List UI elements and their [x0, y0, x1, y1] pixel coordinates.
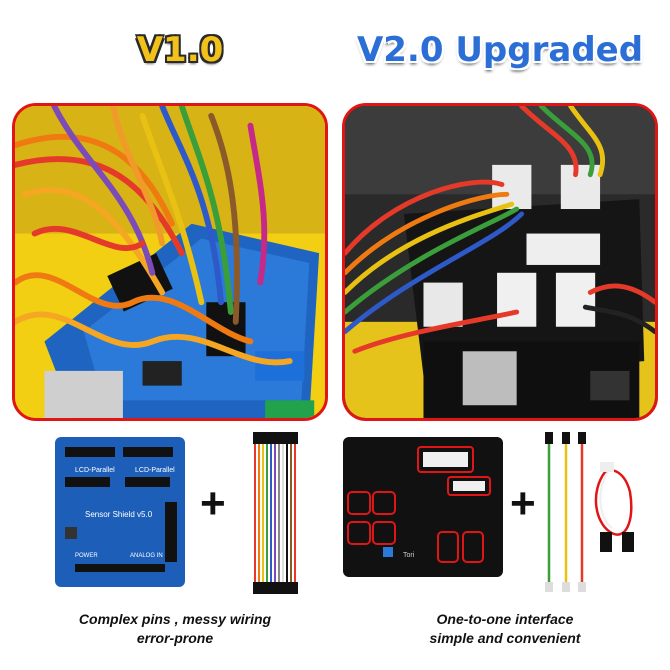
power-label: POWER: [75, 553, 98, 559]
v2-photo-panel: [342, 103, 658, 421]
dupont-jumper-wires: [253, 432, 298, 594]
v1-caption: Complex pins , messy wiring error-prone: [40, 610, 310, 648]
v1-caption-line2: error-prone: [136, 630, 214, 646]
analog-label: ANALOG IN: [130, 553, 163, 559]
v2-expansion-board: Tori: [343, 437, 503, 577]
plus-sign-right: +: [510, 479, 536, 528]
plus-sign-left: +: [200, 479, 226, 528]
v2-caption-line2: simple and convenient: [429, 630, 581, 646]
v1-photo-panel: [12, 103, 328, 421]
lcd-label-2: LCD-Parallel: [135, 467, 175, 474]
v1-caption-line1: Complex pins , messy wiring: [78, 611, 272, 627]
v1-wiring-photo: [15, 106, 325, 418]
v1-title: V1.0: [136, 30, 224, 70]
v2-caption: One-to-one interface simple and convenie…: [370, 610, 640, 648]
one-to-one-cables: [545, 432, 634, 592]
lcd-label-1: LCD-Parallel: [75, 467, 115, 474]
v2-caption-line1: One-to-one interface: [436, 611, 574, 627]
v2-wiring-photo: [345, 106, 655, 418]
shield-name-label: Sensor Shield v5.0: [85, 510, 153, 519]
v2-title: V2.0 Upgraded: [356, 30, 644, 70]
brand-label: Tori: [403, 552, 415, 559]
sensor-shield-v1-board: LCD-Parallel LCD-Parallel Sensor Shield …: [55, 437, 185, 587]
